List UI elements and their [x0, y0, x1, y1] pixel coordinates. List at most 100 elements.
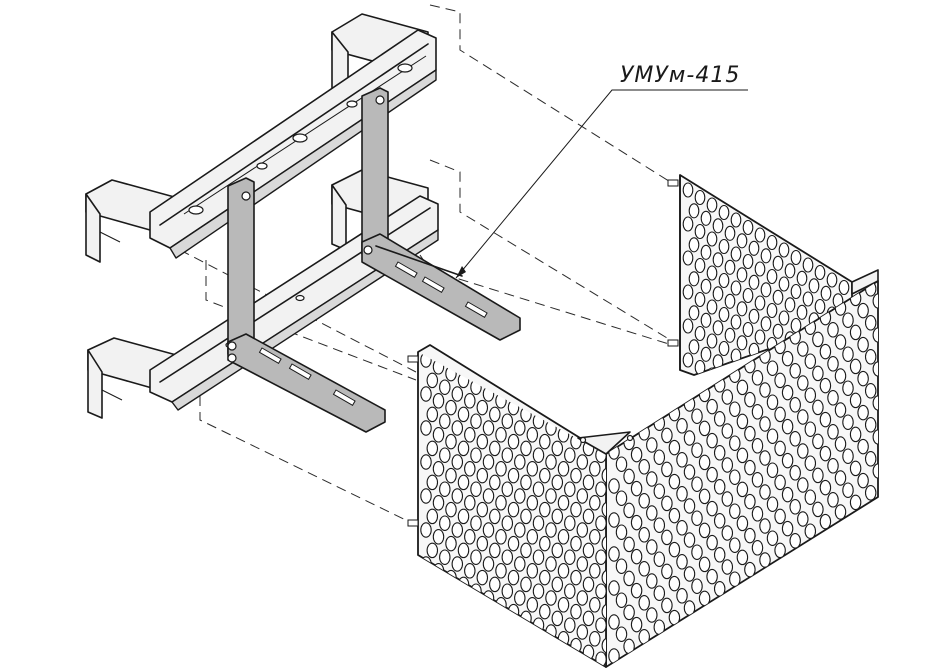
perforation-hole: [630, 548, 643, 565]
perforation-hole: [796, 304, 808, 320]
perforation-hole: [827, 458, 839, 474]
perforation-hole: [864, 451, 877, 467]
perforation-hole: [781, 350, 794, 367]
perforated-guard-right: [605, 272, 898, 668]
perforation-hole: [439, 447, 451, 463]
perforation-hole: [420, 420, 432, 436]
perforation-hole: [420, 386, 432, 402]
perforation-hole: [630, 446, 643, 463]
perforation-hole: [439, 413, 451, 429]
perforation-hole: [842, 380, 854, 396]
perforation-hole: [819, 343, 832, 360]
perforation-hole: [744, 561, 756, 578]
perforation-hole: [646, 505, 658, 521]
perforation-hole: [736, 413, 749, 430]
perforation-hole: [691, 408, 703, 424]
perforation-hole: [713, 411, 726, 427]
perforation-hole: [445, 501, 457, 518]
perforation-hole: [766, 268, 778, 285]
perforation-hole: [564, 515, 576, 531]
perforation-hole: [881, 374, 891, 388]
perforation-hole: [426, 542, 439, 559]
perforation-hole: [864, 349, 877, 365]
perforation-hole: [661, 563, 673, 580]
perforation-hole: [718, 306, 730, 323]
perforation-hole: [564, 447, 576, 463]
perforation-hole: [766, 462, 779, 478]
perforation-hole: [766, 360, 779, 376]
perforation-hole: [507, 467, 520, 484]
perforation-hole: [812, 399, 824, 416]
perforation-hole: [694, 257, 706, 274]
perforation-hole: [842, 414, 854, 430]
perforation-hole: [495, 529, 507, 545]
perforation-hole: [819, 513, 832, 530]
perforation-hole: [797, 511, 809, 527]
perforation-hole: [721, 457, 734, 473]
perforation-hole: [778, 276, 790, 292]
perforation-hole: [872, 463, 878, 479]
perforation-hole: [751, 506, 764, 522]
perforation-hole: [482, 420, 495, 436]
perforation-hole: [864, 315, 877, 331]
perforation-hole: [601, 501, 606, 518]
perforation-hole: [797, 341, 809, 357]
perforation-hole: [570, 467, 582, 484]
perforation-hole: [812, 331, 824, 348]
perforation-hole: [582, 508, 595, 525]
perforation-hole: [724, 259, 736, 275]
perforation-hole: [827, 492, 839, 508]
perforation-hole: [676, 452, 688, 468]
perforation-hole: [834, 402, 847, 418]
perforation-hole: [683, 464, 696, 480]
perforation-hole: [489, 576, 501, 593]
perforation-hole: [774, 372, 786, 389]
perforation-hole: [759, 484, 771, 500]
perforation-hole: [766, 302, 778, 319]
perforation-hole: [668, 575, 681, 592]
perforation-hole: [520, 508, 532, 525]
perforation-hole: [864, 485, 877, 501]
perforation-hole: [576, 590, 589, 606]
perforation-hole: [482, 454, 495, 470]
perforation-hole: [748, 240, 760, 256]
perforation-hole: [688, 237, 700, 253]
perforation-hole: [857, 404, 869, 421]
perforation-hole: [772, 289, 784, 305]
perforation-hole: [570, 569, 582, 586]
perforation-hole: [532, 515, 545, 531]
perforation-hole: [857, 472, 869, 489]
perforation-hole: [668, 405, 681, 422]
perforation-hole: [724, 293, 736, 309]
perforation-hole: [564, 481, 576, 497]
perforation-hole: [766, 496, 779, 512]
perforation-hole: [476, 569, 489, 586]
perforation-hole: [804, 353, 817, 369]
perforation-hole: [789, 499, 801, 515]
perforation-hole: [432, 461, 445, 477]
perforation-hole: [501, 447, 514, 463]
perforation-hole: [426, 508, 439, 525]
perforation-hole: [849, 460, 862, 477]
perforation-hole: [834, 334, 847, 350]
perforation-hole: [682, 250, 694, 266]
perforation-hole: [827, 322, 839, 338]
perforation-hole: [570, 535, 582, 552]
perforation-hole: [881, 272, 891, 286]
perforation-hole: [630, 616, 643, 633]
perforation-hole: [545, 454, 557, 470]
perforation-hole: [736, 301, 748, 317]
perforation-hole: [557, 631, 570, 647]
perforation-hole: [451, 386, 464, 402]
perforation-hole: [759, 518, 771, 534]
perforation-hole: [623, 536, 635, 553]
perforation-hole: [888, 420, 898, 434]
perforation-hole: [589, 597, 601, 613]
perforation-hole: [819, 377, 832, 394]
perforation-hole: [557, 461, 570, 477]
perforation-hole: [520, 474, 532, 491]
perforation-hole: [744, 493, 756, 510]
perforation-hole: [676, 588, 688, 604]
perforation-hole: [489, 474, 501, 491]
perforation-hole: [857, 438, 869, 455]
